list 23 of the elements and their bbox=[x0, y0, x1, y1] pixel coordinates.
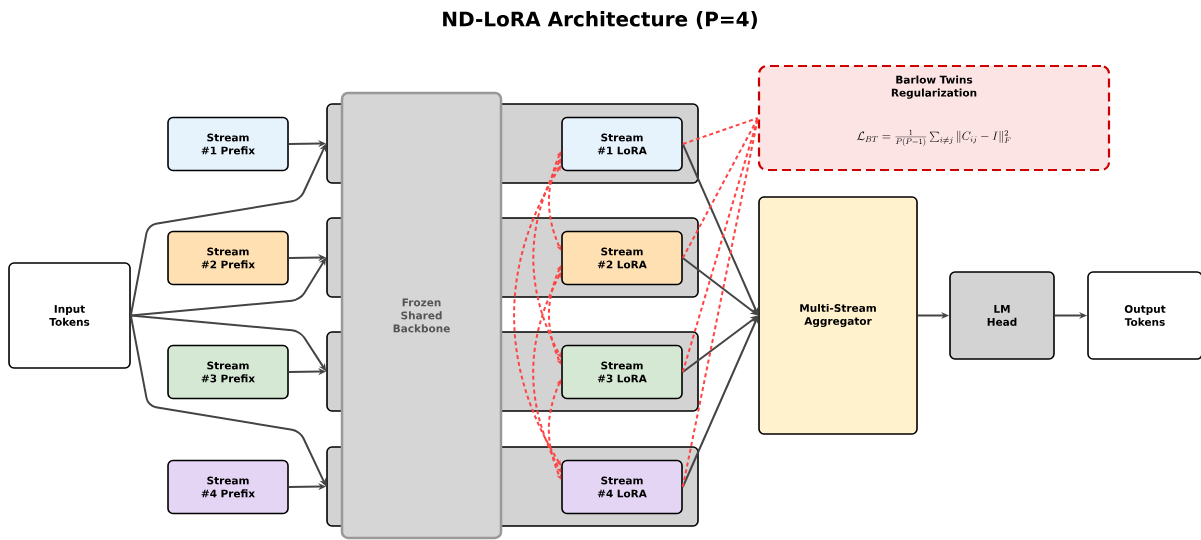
lora-box: Stream #2 LoRA bbox=[561, 230, 683, 286]
prefix-box: Stream #3 Prefix bbox=[167, 344, 289, 400]
dashed-arrow bbox=[547, 151, 562, 251]
dashed-line bbox=[681, 117, 759, 259]
prefix-box: Stream #2 Prefix bbox=[167, 230, 289, 286]
dashed-arrow bbox=[532, 272, 562, 473]
dashed-arrow bbox=[547, 379, 562, 480]
lora-box: Stream #4 LoRA bbox=[561, 459, 683, 515]
prefix-box: Stream #4 Prefix bbox=[167, 459, 289, 515]
backbone-box: Frozen Shared Backbone bbox=[340, 91, 503, 540]
lora-box: Stream #1 LoRA bbox=[561, 116, 683, 172]
aggregator-box: Multi-Stream Aggregator bbox=[758, 196, 918, 435]
lora-box: Stream #3 LoRA bbox=[561, 344, 683, 400]
head-box: LM Head bbox=[949, 271, 1055, 360]
dashed-arrow bbox=[547, 265, 562, 365]
dashed-line bbox=[681, 117, 759, 488]
dashed-arrow bbox=[532, 158, 562, 358]
dashed-line bbox=[681, 117, 759, 145]
prefix-box: Stream #1 Prefix bbox=[167, 116, 289, 172]
title: ND-LoRA Architecture (P=4) bbox=[443, 11, 757, 29]
output-box: Output Tokens bbox=[1087, 271, 1201, 360]
input-box: Input Tokens bbox=[8, 262, 131, 369]
regularization-box: Barlow Twins Regularization $\mathcal{L}_{BT} = \frac{1}{P(P-1)} \sum_{i \neq j} \|C_{ij} - I\|_F^2$ bbox=[757, 64, 1111, 172]
